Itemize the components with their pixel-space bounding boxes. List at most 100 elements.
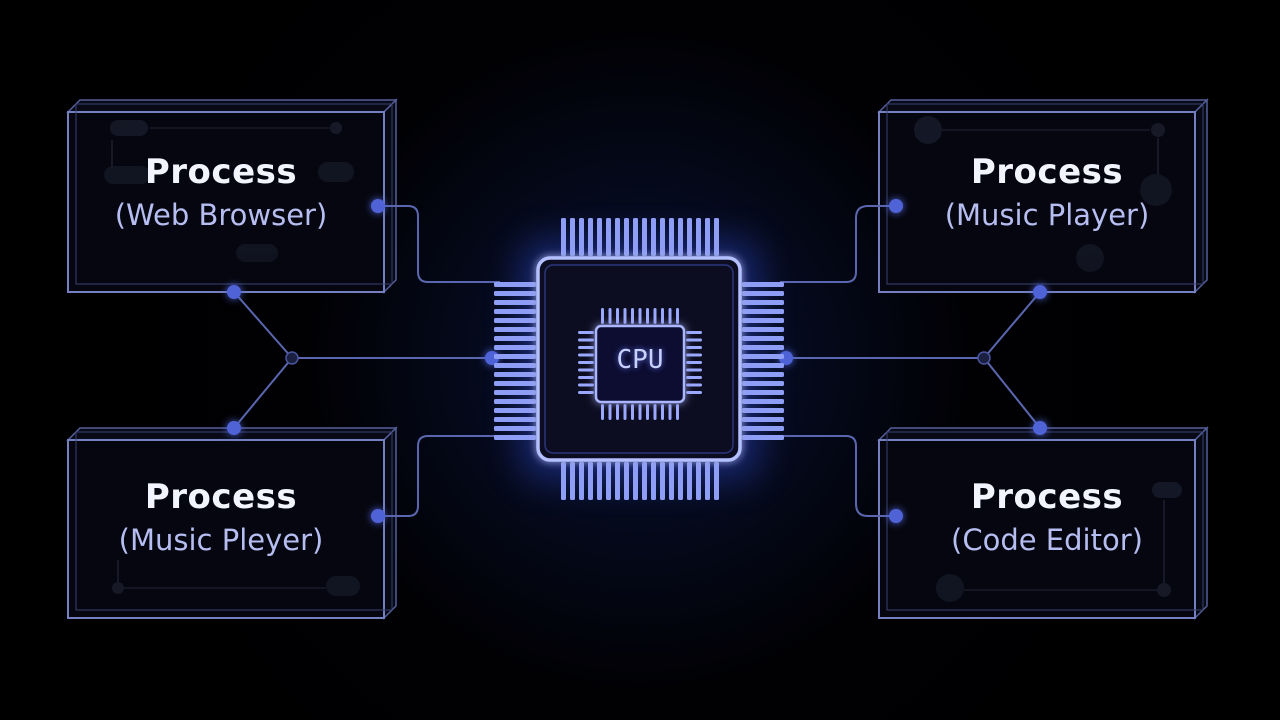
cpu-pin	[494, 318, 536, 323]
cpu-pin	[651, 218, 656, 256]
cpu-pin	[742, 372, 784, 377]
cpu-pin	[579, 218, 584, 256]
process-label-code-editor: Process (Code Editor)	[882, 480, 1212, 555]
cpu-pin	[494, 381, 536, 386]
inner-pin	[631, 404, 634, 420]
inner-pin	[686, 346, 702, 349]
node-dot	[227, 285, 241, 299]
inner-pin	[616, 308, 619, 324]
inner-pin	[646, 308, 649, 324]
process-box-web-browser	[66, 98, 398, 294]
process-title: Process	[144, 152, 298, 192]
cpu-pins	[494, 218, 784, 500]
faint-circuit-pattern	[914, 116, 1172, 272]
junction-node-right	[977, 351, 991, 365]
node-dot	[371, 509, 385, 523]
cpu-pin	[696, 218, 701, 256]
cpu-pin	[742, 291, 784, 296]
inner-pin	[676, 308, 679, 324]
process-subtitle: (Music Player)	[944, 198, 1150, 232]
junction-node-left	[285, 351, 299, 365]
cpu-pin	[494, 291, 536, 296]
inner-pin	[686, 331, 702, 334]
cpu-pin	[588, 218, 593, 256]
inner-pin	[686, 383, 702, 387]
cpu-pin	[606, 462, 611, 500]
node-dot	[371, 199, 385, 213]
inner-pin	[668, 404, 672, 420]
inner-pin	[638, 404, 642, 420]
inner-pin	[646, 404, 649, 420]
cpu-pin	[597, 462, 602, 500]
faint-circuit-pattern	[112, 560, 360, 596]
cpu-inner-pins	[578, 308, 702, 420]
cpu-pin	[494, 372, 536, 377]
cpu-pin	[742, 417, 784, 422]
cpu-pin	[494, 327, 536, 332]
faint-circuit-pattern	[936, 482, 1182, 602]
cpu-pin	[633, 462, 638, 500]
cpu-pin	[494, 417, 536, 422]
inner-pin	[578, 368, 594, 372]
node-dot	[227, 421, 241, 435]
cpu-pin	[494, 282, 536, 287]
node-dot	[889, 509, 903, 523]
cpu-pin	[494, 408, 536, 413]
cpu-pin	[742, 435, 784, 440]
inner-pin	[661, 404, 664, 420]
cpu-pin	[588, 462, 593, 500]
cpu-pin	[742, 318, 784, 323]
cpu-pin	[561, 462, 566, 500]
inner-pin	[578, 353, 594, 357]
cpu-pin	[742, 354, 784, 359]
inner-pin	[601, 308, 604, 324]
cpu-pin	[633, 218, 638, 256]
cpu-pin	[742, 408, 784, 413]
inner-pin	[668, 308, 672, 324]
inner-pin	[653, 308, 657, 324]
cpu-pin	[687, 462, 692, 500]
cpu-pin	[642, 462, 647, 500]
cpu-pin	[705, 462, 710, 500]
process-subtitle: (Music Pleyer)	[118, 523, 324, 557]
node-dot	[1033, 285, 1047, 299]
process-title: Process	[970, 477, 1124, 517]
cpu-pin	[742, 327, 784, 332]
cpu-chip-icon	[494, 218, 784, 500]
process-title: Process	[970, 152, 1124, 192]
node-dot	[1033, 421, 1047, 435]
inner-pin	[686, 361, 702, 364]
node-dot	[889, 199, 903, 213]
cpu-pin	[494, 354, 536, 359]
process-label-music-pleyer-bottom: Process (Music Pleyer)	[56, 480, 386, 555]
cpu-pin	[714, 462, 719, 500]
inner-pin	[676, 404, 679, 420]
cpu-pin	[494, 399, 536, 404]
process-label-web-browser: Process (Web Browser)	[56, 155, 386, 230]
inner-pin	[578, 338, 594, 342]
cpu-pin	[705, 218, 710, 256]
cpu-pin	[669, 218, 674, 256]
cpu-pin	[660, 218, 665, 256]
cpu-pin	[696, 462, 701, 500]
cpu-pin	[742, 300, 784, 305]
cpu-pin	[494, 435, 536, 440]
process-subtitle: (Web Browser)	[114, 198, 328, 232]
cpu-pin	[597, 218, 602, 256]
cpu-pin	[624, 462, 629, 500]
cpu-pin	[615, 218, 620, 256]
inner-pin	[661, 308, 664, 324]
process-subtitle: (Code Editor)	[951, 523, 1143, 557]
cpu-pin	[494, 363, 536, 368]
connector-nodes	[227, 199, 1047, 523]
cpu-pin	[742, 282, 784, 287]
inner-pin	[578, 391, 594, 394]
inner-pin	[686, 376, 702, 379]
process-box-music-pleyer-bottom	[66, 426, 398, 620]
inner-pin	[608, 404, 612, 420]
cpu-pin	[742, 363, 784, 368]
process-title: Process	[144, 477, 298, 517]
inner-pin	[686, 338, 702, 342]
cpu-pin	[742, 336, 784, 341]
